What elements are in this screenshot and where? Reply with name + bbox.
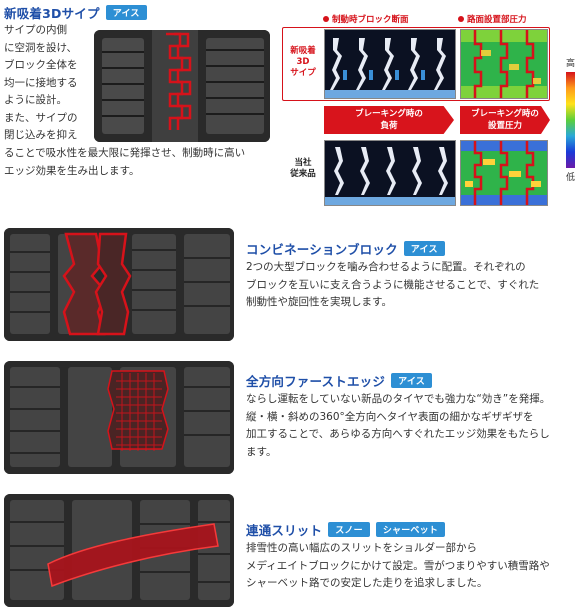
row1-label-new-3d-sipe: 新吸着 3D サイプ <box>284 46 322 79</box>
bullet-icon <box>458 16 464 22</box>
text-line: に空洞を設け、 <box>4 41 77 54</box>
arrow-braking-pressure: ブレーキング時の設置圧力 <box>460 106 550 134</box>
ice-badge: アイス <box>105 5 147 20</box>
arrow-text: 負荷 <box>380 121 398 131</box>
row2-block-section-panel <box>324 140 456 206</box>
arrow-text: ブレーキング時の <box>471 109 539 119</box>
text-line: ます。 <box>246 445 277 458</box>
scale-color-bar <box>566 72 575 168</box>
arrow-text: ブレーキング時の <box>355 109 423 119</box>
scale-high-label: 高 <box>566 59 576 69</box>
row1-pressure-heatmap <box>460 29 548 99</box>
label-text: 路面設置部圧力 <box>467 15 527 25</box>
sec3-text: ならし運転をしていない新品のタイヤでも強力な“効き”を発揮。 縦・横・斜めの36… <box>246 391 578 461</box>
text-line: 制動性や旋回性を実現します。 <box>246 296 392 308</box>
text-line: ブロックを互いに支え合うように機能させることで、すぐれた <box>246 278 540 291</box>
arrow-text: 設置圧力 <box>487 121 522 131</box>
sherbet-badge: シャーベット <box>375 522 446 537</box>
label-ground-pressure: 路面設置部圧力 <box>458 13 527 25</box>
text-line: 2つの大型ブロックを噛み合わせるように配置。それぞれの <box>246 261 526 273</box>
tread-image-connected-slit <box>4 494 234 607</box>
text-line: サイプの内側 <box>4 24 67 36</box>
text-line: ように設計。 <box>4 94 67 106</box>
label-block-section: 制動時ブロック断面 <box>323 13 409 25</box>
text-line: 加工することで、あらゆる方向へすぐれたエッジ効果をもたらし <box>246 428 550 440</box>
label-line: 従来品 <box>290 169 316 179</box>
sec1-text-narrow: サイプの内側 に空洞を設け、 ブロック全体を 均一に接地する ように設計。 また… <box>4 22 94 145</box>
title-text: コンビネーションブロック <box>246 242 398 257</box>
section-title-all-direction-edge: 全方向ファーストエッジアイス <box>246 371 432 390</box>
scale-low-label: 低 <box>566 173 576 183</box>
ice-badge: アイス <box>403 241 445 256</box>
bullet-icon <box>323 16 329 22</box>
ice-badge: アイス <box>391 373 432 388</box>
snow-badge: スノー <box>328 522 370 537</box>
sec1-text-wide: ることで吸水性を最大限に発揮させ、制動時に高い エッジ効果を生み出します。 <box>4 145 274 180</box>
label-line: 新吸着 <box>290 46 316 56</box>
text-line: 均一に接地する <box>4 76 78 89</box>
label-line: 3D <box>296 57 310 67</box>
text-line: メディエイトブロックにかけて設定。雪がつまりやすい積雪路や <box>246 559 550 572</box>
sec2-text: 2つの大型ブロックを噛み合わせるように配置。それぞれの ブロックを互いに支え合う… <box>246 259 576 312</box>
section-title-3d-sipe: 新吸着3Dサイプアイス <box>4 3 147 22</box>
section-title-combination-block: コンビネーションブロックアイス <box>246 239 445 258</box>
text-line: シャーベット路での安定した走りを追求しました。 <box>246 577 488 589</box>
text-line: 閉じ込みを抑え <box>4 129 78 141</box>
tread-image-3d-sipe <box>94 30 270 142</box>
sec4-text: 排雪性の高い幅広のスリットをショルダー部から メディエイトブロックにかけて設定。… <box>246 540 576 593</box>
title-text: 新吸着3Dサイプ <box>4 6 100 21</box>
text-line: ることで吸水性を最大限に発揮させ、制動時に高い <box>4 147 246 159</box>
row1-block-section-panel <box>324 29 456 99</box>
tread-image-all-direction-edge <box>4 361 234 474</box>
section-title-connected-slit: 連通スリットスノーシャーベット <box>246 520 446 539</box>
text-line: また、サイプの <box>4 111 78 124</box>
row2-label-conventional: 当社 従来品 <box>284 158 322 180</box>
label-line: サイプ <box>290 68 316 78</box>
label-text: 制動時ブロック断面 <box>332 15 409 25</box>
title-text: 連通スリット <box>246 523 323 538</box>
row1-frame <box>282 27 550 101</box>
arrow-braking-load: ブレーキング時の負荷 <box>324 106 454 134</box>
text-line: ならし運転をしていない新品のタイヤでも強力な“効き”を発揮。 <box>246 393 551 405</box>
text-line: ブロック全体を <box>4 59 78 71</box>
title-text: 全方向ファーストエッジ <box>246 374 386 389</box>
text-line: 縦・横・斜めの360°全方向ヘタイヤ表面の細かなギザギザを <box>246 410 534 423</box>
text-line: エッジ効果を生み出します。 <box>4 164 140 177</box>
label-line: 当社 <box>294 158 312 168</box>
tread-image-combination-block <box>4 228 234 341</box>
row2-pressure-heatmap <box>460 140 548 206</box>
text-line: 排雪性の高い幅広のスリットをショルダー部から <box>246 542 477 554</box>
